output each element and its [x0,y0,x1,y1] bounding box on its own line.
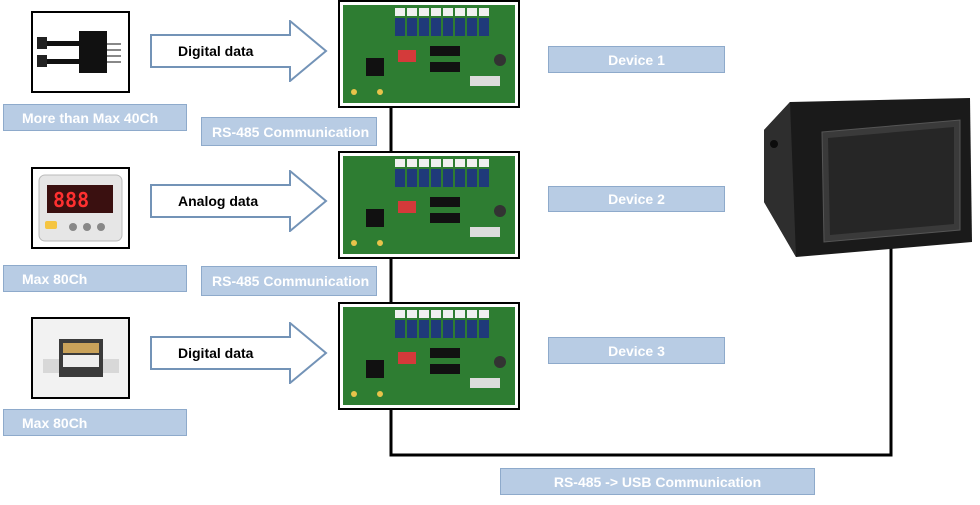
device-label-3: Device 3 [548,337,725,364]
device-board-3 [338,302,520,410]
arrow-label-3: Digital data [178,345,254,361]
device-board-1 [338,0,520,108]
svg-text:888: 888 [53,188,89,212]
flow-sensor-icon [37,31,121,73]
arrow-label-1: Digital data [178,43,254,59]
rs485-label-1: RS-485 Communication [201,117,377,146]
pressure-gauge-icon: 888 [38,174,123,242]
data-arrow-3: Digital data [150,322,328,384]
rs485-label-2: RS-485 Communication [201,266,377,296]
sensor-image-3 [31,317,130,399]
circuit-board-icon [343,307,515,405]
sensor-label-3: Max 80Ch [3,409,187,436]
circuit-board-icon [343,156,515,254]
data-arrow-1: Digital data [150,20,328,82]
device-label-1: Device 1 [548,46,725,73]
arrow-label-2: Analog data [178,193,258,209]
monitor-icon [764,98,972,257]
sensor-image-2: 888 [31,167,130,249]
device-board-2 [338,151,520,259]
circuit-board-icon [343,5,515,103]
sensor-label-2: Max 80Ch [3,265,187,292]
device-label-2: Device 2 [548,186,725,212]
usb-communication-label: RS-485 -> USB Communication [500,468,815,495]
sensor-image-1 [31,11,130,93]
current-sensor-icon [33,319,128,397]
sensor-label-1: More than Max 40Ch [3,104,187,131]
data-arrow-2: Analog data [150,170,328,232]
